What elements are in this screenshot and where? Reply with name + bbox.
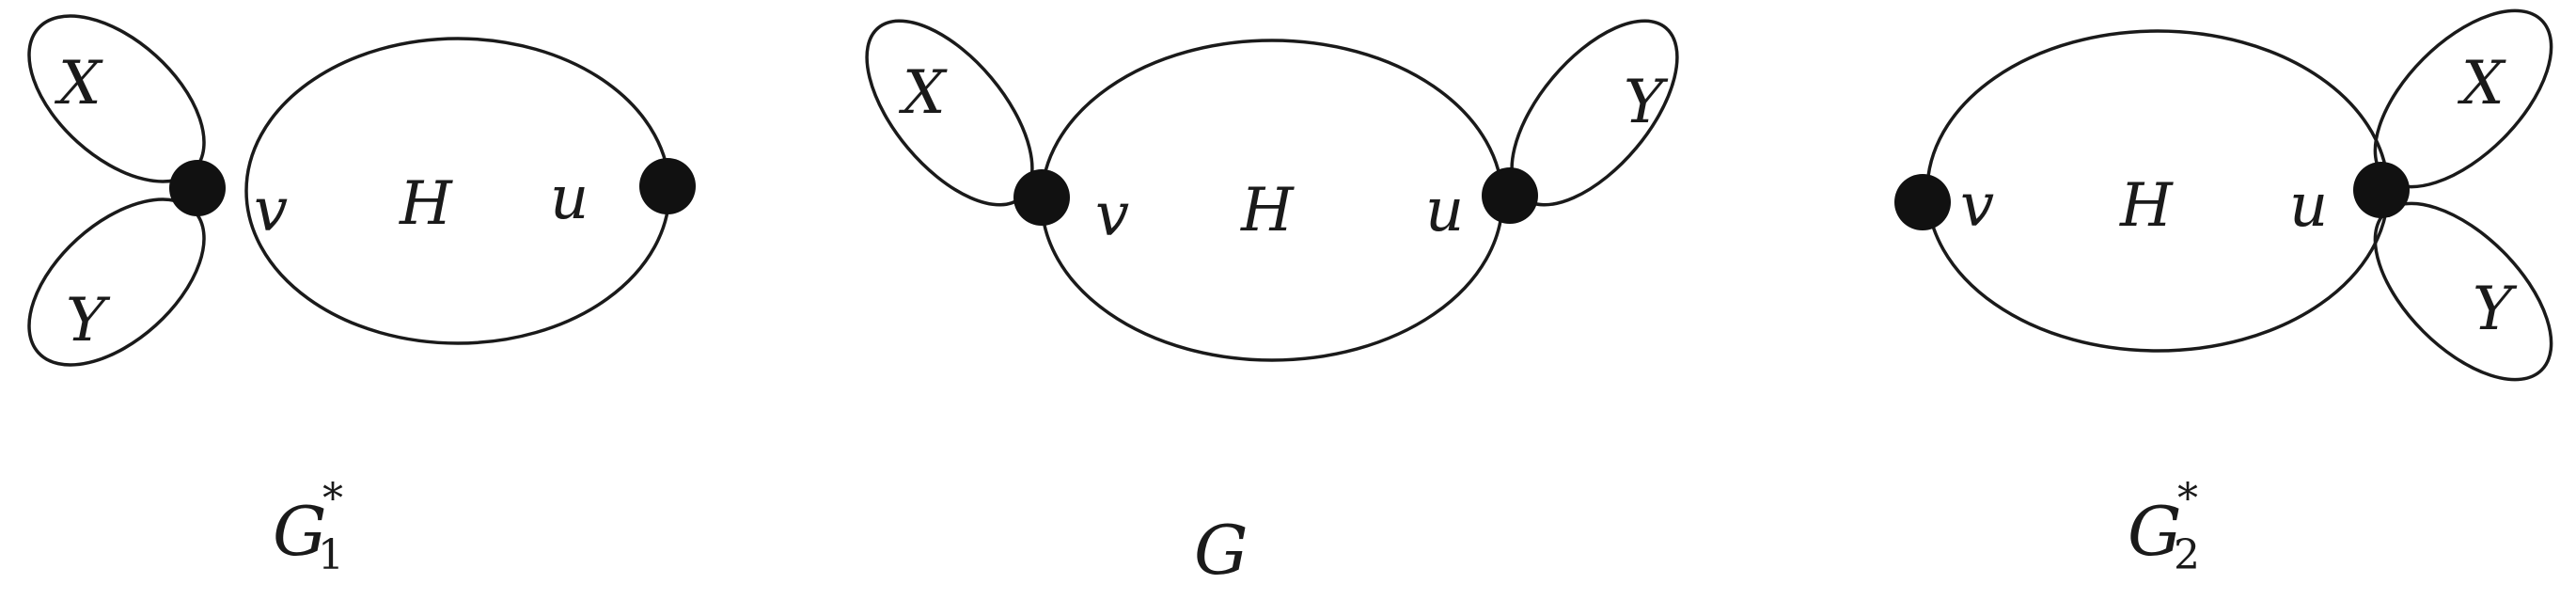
caption-sup: * [2177,475,2198,523]
caption-main: G [273,492,327,571]
label-x-g1: X [54,49,103,118]
vertex-v-g2 [1894,174,1951,230]
vertex-u-g [1482,167,1538,224]
graph-g: X Y v H u G [865,19,1679,590]
label-y-g1: Y [66,286,111,355]
graph-g1-star: X Y v H u G * 1 [27,14,696,579]
vertex-u-g1 [639,158,696,214]
label-y-g: Y [1624,68,1669,137]
label-x-g: X [898,58,948,128]
label-v-g: v [1095,181,1129,250]
vertex-v-g [1013,169,1070,226]
cycle-h-g1 [244,37,671,345]
caption-sub: 1 [318,531,344,579]
caption-g: G [1194,511,1249,590]
label-h-g2: H [2119,171,2174,241]
label-u-g: u [1425,176,1464,245]
label-h-g: H [1240,176,1295,245]
caption-g2-star: G * 2 [2128,475,2200,579]
label-x-g2: X [2457,49,2506,118]
label-h-g1: H [399,169,453,239]
label-v-g2: v [1960,171,1994,241]
caption-main: G [1194,511,1249,590]
caption-main: G [2128,492,2182,571]
caption-sup: * [322,475,343,523]
caption-g1-star: G * 1 [273,475,344,579]
caption-sub: 2 [2174,531,2200,579]
label-u-g1: u [550,164,589,233]
label-v-g1: v [254,176,288,245]
graph-g2-star: X Y v H u G * 2 [1894,8,2553,579]
vertex-v-g1 [169,160,226,216]
vertex-u-g2 [2353,162,2410,218]
label-u-g2: u [2289,171,2328,241]
label-y-g2: Y [2473,275,2518,344]
